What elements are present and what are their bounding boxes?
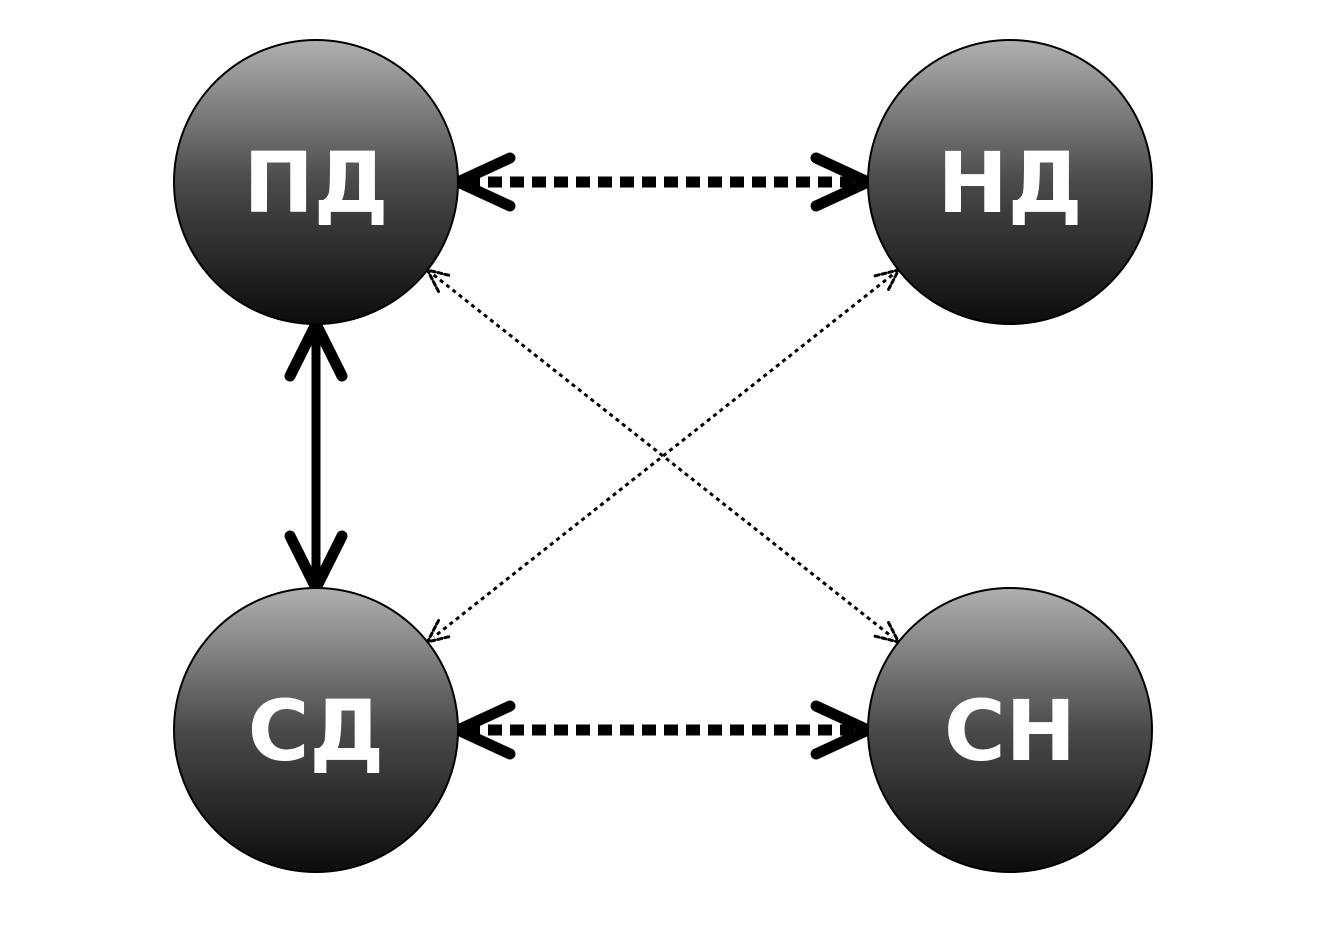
- arrowhead-icon: [452, 700, 516, 760]
- node-label: СН: [944, 682, 1076, 780]
- node-label: СД: [248, 682, 384, 780]
- arrowhead-icon: [873, 268, 901, 293]
- node-nd: НД: [867, 39, 1153, 325]
- node-circle: [173, 587, 459, 873]
- node-sn: СН: [867, 587, 1153, 873]
- node-circle: [867, 39, 1153, 325]
- node-label: ПД: [243, 134, 388, 232]
- node-pd: ПД: [173, 39, 459, 325]
- node-label: НД: [937, 134, 1082, 232]
- edge-pd-sd: [284, 318, 348, 594]
- arrowhead-icon: [452, 152, 516, 212]
- edge-sd-sn: [452, 700, 874, 760]
- node-sd: СД: [173, 587, 459, 873]
- node-circle: [173, 39, 459, 325]
- node-circle: [867, 587, 1153, 873]
- edge-pd-nd: [452, 152, 874, 212]
- arrowhead-icon: [425, 268, 453, 293]
